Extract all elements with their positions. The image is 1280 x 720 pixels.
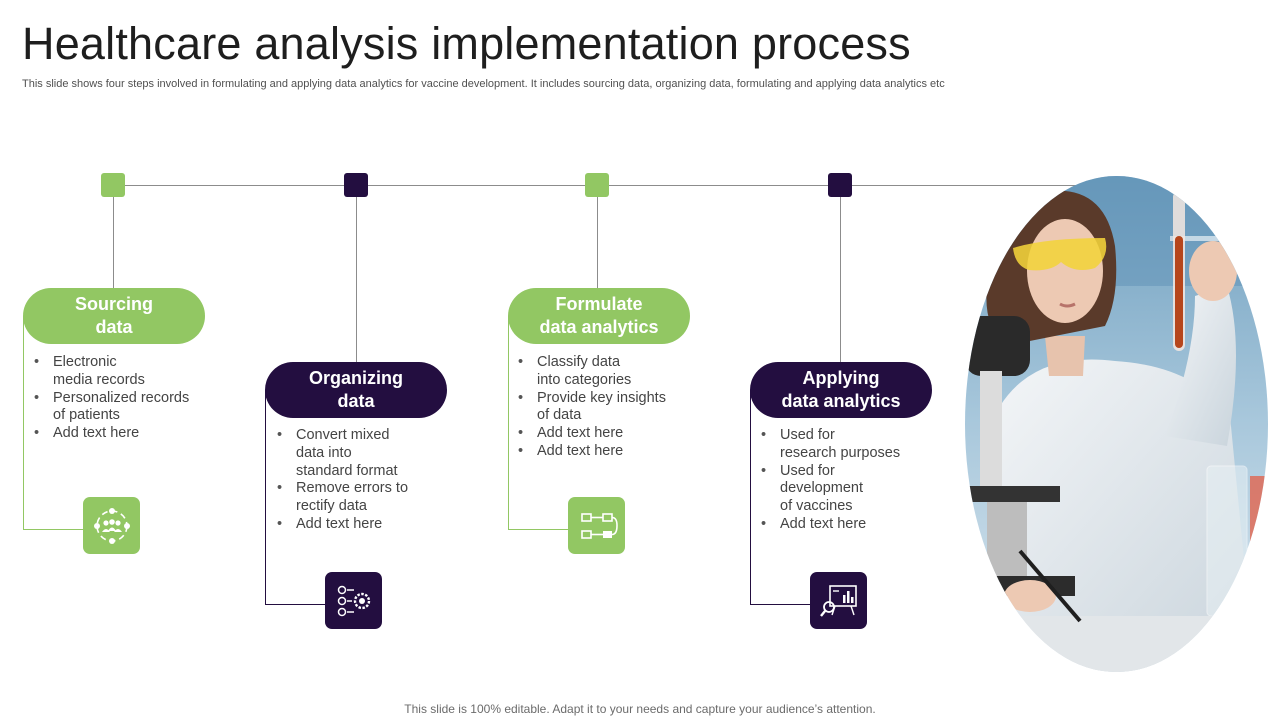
checklist-gear-icon — [325, 572, 382, 629]
step-1-point: Personalized records of patients — [34, 390, 189, 426]
step-3-point: Add text here — [518, 443, 666, 461]
bracket-3 — [508, 316, 569, 530]
connector-2 — [356, 197, 357, 363]
step-2-title: Organizing data — [265, 362, 447, 418]
step-1-point: Add text here — [34, 425, 189, 443]
step-4-point: Add text here — [761, 516, 900, 534]
step-4-point: Used for research purposes — [761, 427, 900, 463]
timeline-line — [113, 185, 1113, 186]
timeline-marker-1 — [101, 173, 125, 197]
step-4-points: Used for research purposes Used for deve… — [760, 427, 900, 534]
step-3-point: Add text here — [518, 425, 666, 443]
bracket-4 — [750, 390, 811, 605]
step-1-points: Electronic media records Personalized re… — [33, 354, 189, 443]
step-3-point: Classify data into categories — [518, 354, 666, 390]
chart-analysis-icon — [810, 572, 867, 629]
step-1-point: Electronic media records — [34, 354, 189, 390]
bracket-1 — [23, 316, 84, 530]
step-3-point: Provide key insights of data — [518, 390, 666, 426]
step-2-point: Remove errors to rectify data — [277, 480, 408, 516]
step-4-title: Applying data analytics — [750, 362, 932, 418]
slide-title: Healthcare analysis implementation proce… — [22, 18, 911, 69]
connector-4 — [840, 197, 841, 363]
step-3-title: Formulate data analytics — [508, 288, 690, 344]
slide-footer: This slide is 100% editable. Adapt it to… — [404, 702, 876, 716]
timeline-marker-2 — [344, 173, 368, 197]
step-2-points: Convert mixed data into standard format … — [276, 427, 408, 534]
people-network-icon — [83, 497, 140, 554]
connector-1 — [113, 197, 114, 289]
bracket-2 — [265, 390, 326, 605]
scientist-photo — [965, 176, 1268, 672]
step-1-title: Sourcing data — [23, 288, 205, 344]
workflow-icon — [568, 497, 625, 554]
step-4-point: Used for development of vaccines — [761, 463, 900, 516]
step-2-point: Add text here — [277, 516, 408, 534]
step-2-point: Convert mixed data into standard format — [277, 427, 408, 480]
connector-3 — [597, 197, 598, 289]
slide-subtitle: This slide shows four steps involved in … — [22, 78, 945, 90]
step-3-points: Classify data into categories Provide ke… — [517, 354, 666, 461]
timeline-marker-3 — [585, 173, 609, 197]
timeline-marker-4 — [828, 173, 852, 197]
